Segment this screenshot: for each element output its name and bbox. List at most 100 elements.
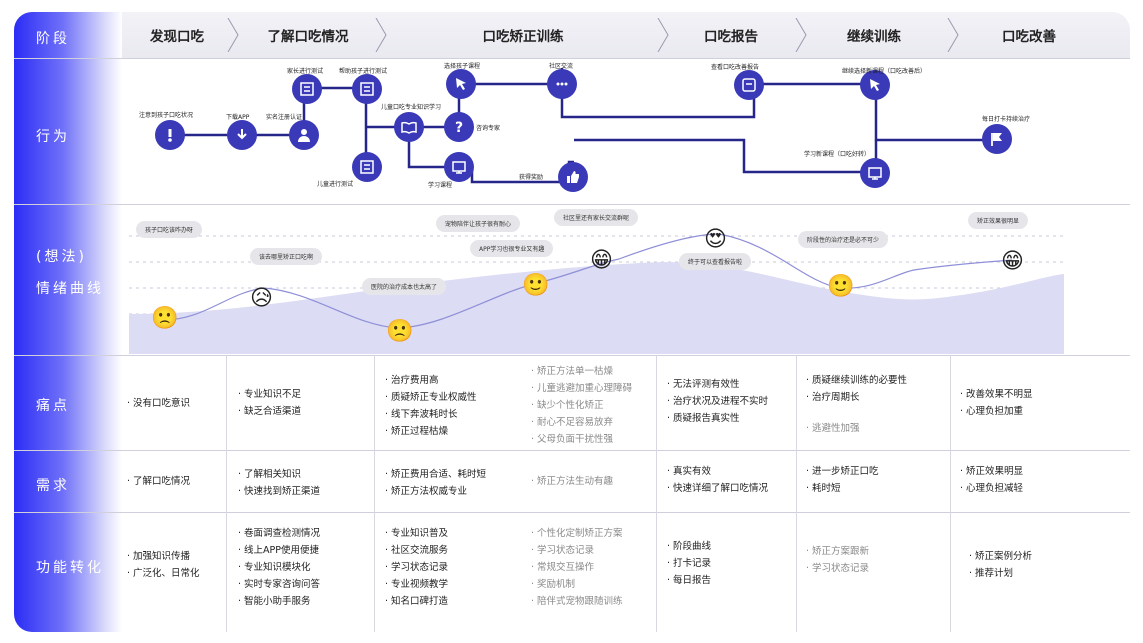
divider (796, 355, 797, 632)
divider (14, 450, 1130, 451)
exclamation-icon (155, 120, 185, 150)
stage-improve: 口吃改善 (1002, 29, 1056, 45)
pain-cell: 专业知识不足缺乏合适渠道 (238, 386, 301, 420)
chevron-right-icon (795, 18, 807, 52)
pain-cell: 无法评测有效性治疗状况及进程不实时质疑报告真实性 (667, 376, 768, 427)
pain-cell: 治疗费用高质疑矫正专业权威性线下奔波耗时长矫正过程枯燥 (385, 372, 477, 440)
thought-bubble: 医院的治疗成本也太高了 (362, 278, 447, 295)
chevron-right-icon (947, 18, 959, 52)
behavior-label: 咨询专家 (476, 125, 501, 132)
stage-understand: 了解口吃情况 (267, 29, 349, 45)
need-cell: 矫正效果明显心理负担减轻 (960, 463, 1023, 497)
svg-text:?: ? (455, 120, 463, 136)
emotion-face-sad: 🙁 (151, 306, 179, 331)
thought-bubble: 阶段性的治疗还是必不可少 (798, 231, 889, 248)
flag-icon (982, 124, 1012, 154)
divider (14, 204, 1130, 205)
behavior-label: 实名注册认证 (266, 114, 303, 121)
need-cell: 了解相关知识快速找到矫正渠道 (238, 466, 320, 500)
pain-cell: 质疑继续训练的必要性治疗周期长 (806, 372, 907, 406)
behavior-label: 每日打卡持续治疗 (982, 116, 1031, 123)
behavior-label: 下载APP (226, 114, 250, 121)
behavior-label: 注意到孩子口吃状况 (139, 112, 194, 119)
need-cell: 了解口吃情况 (127, 473, 190, 490)
behavior-label: 选择孩子课程 (444, 63, 481, 70)
thought-bubble: APP学习也很专业又有趣 (470, 240, 554, 257)
divider (374, 355, 375, 632)
stage-continue: 继续训练 (847, 29, 901, 45)
thought-bubble: 宠物陪伴让孩子很有耐心 (436, 215, 521, 232)
emotion-face-crying: 😥 (250, 286, 273, 311)
behavior-label: 学习课程 (428, 182, 453, 189)
question-icon: ? (444, 112, 474, 142)
function-cell: 阶段曲线打卡记录每日报告 (667, 538, 711, 589)
need-cell: 真实有效快速详细了解口吃情况 (667, 463, 768, 497)
row-label-thought: (想法) (36, 249, 87, 265)
function-cell: 矫正方案跟新学习状态记录 (806, 543, 869, 577)
checklist-icon (352, 74, 382, 104)
need-cell: 矫正费用合适、耗时短矫正方法权威专业 (385, 466, 486, 500)
need-cell: 矫正方法生动有趣 (531, 473, 613, 490)
row-label-sidebar (14, 12, 122, 632)
need-cell: 进一步矫正口吃耗时短 (806, 463, 879, 497)
emotion-face-grin: 😁 (1001, 249, 1024, 274)
emotion-face-grin: 😁 (590, 248, 613, 273)
checklist-icon (352, 152, 382, 182)
thought-bubble: 社区里还有家长交流群呢 (554, 209, 639, 226)
emotion-face-sad: 🙁 (386, 319, 414, 344)
behavior-label: 社区交流 (549, 63, 574, 70)
divider (14, 512, 1130, 513)
pain-cell: 逃避性加强 (806, 420, 860, 437)
row-label-behavior: 行为 (36, 129, 70, 145)
download-icon (227, 120, 257, 150)
stage-report: 口吃报告 (704, 29, 758, 45)
thought-bubble: 该去哪里矫正口吃啊 (250, 248, 323, 265)
divider (14, 355, 1130, 356)
row-label-function: 功能转化 (36, 560, 104, 576)
row-label-emotion: 情绪曲线 (36, 281, 104, 297)
cursor-icon (446, 69, 476, 99)
behavior-label: 学习新课程（口吃好转） (804, 151, 871, 158)
function-cell: 加强知识传播广泛化、日常化 (127, 548, 200, 582)
function-cell: 个性化定制矫正方案学习状态记录常规交互操作奖励机制陪伴式宠物跟随训练 (531, 525, 623, 610)
chevron-right-icon (375, 18, 387, 52)
behavior-label: 帮助孩子进行测试 (339, 68, 388, 75)
row-label-pain: 痛点 (36, 398, 70, 414)
checklist-icon (292, 74, 322, 104)
journey-map: 阶段 行为 (想法) 情绪曲线 痛点 需求 功能转化 发现口吃 了解口吃情况 口… (14, 12, 1130, 632)
thought-bubble: 孩子口吃该咋办呀 (136, 221, 203, 238)
user-icon (289, 120, 319, 150)
stage-training: 口吃矫正训练 (482, 29, 564, 45)
chat-icon (547, 69, 577, 99)
emotion-face-smile: 🙂 (522, 273, 550, 298)
thumbs-up-icon (558, 162, 588, 192)
row-label-stage: 阶段 (36, 31, 70, 47)
divider (656, 355, 657, 632)
behavior-label: 家长进行测试 (287, 68, 324, 75)
emotion-face-smile: 🙂 (827, 274, 855, 299)
function-cell: 卷面调查检测情况线上APP使用便捷专业知识模块化实时专家咨询问答智能小助手服务 (238, 525, 320, 610)
pain-cell: 改善效果不明显心理负担加重 (960, 386, 1033, 420)
divider (14, 58, 1130, 59)
behavior-label: 获得奖励 (519, 174, 544, 181)
thought-bubble: 终于可以查看报告啦 (679, 253, 752, 270)
behavior-label: 查看口吃改善报告 (711, 64, 760, 71)
chevron-right-icon (657, 18, 669, 52)
behavior-label: 儿童进行测试 (317, 181, 354, 188)
cursor-icon (860, 70, 890, 100)
stage-header (122, 12, 1130, 58)
video-course-icon (444, 152, 474, 182)
row-label-need: 需求 (36, 478, 70, 494)
behavior-label: 继续选择新课程（口吃改善后） (842, 68, 927, 75)
function-cell: 矫正案例分析推荐计划 (969, 548, 1032, 582)
book-icon (394, 112, 424, 142)
video-course-icon (860, 158, 890, 188)
divider (950, 355, 951, 632)
report-icon (734, 70, 764, 100)
divider (226, 355, 227, 632)
thought-bubble: 矫正效果很明显 (968, 212, 1029, 229)
function-cell: 专业知识普及社区交流服务学习状态记录专业视频教学知名口碑打造 (385, 525, 448, 610)
behavior-label: 儿童口吃专业知识学习 (381, 104, 442, 111)
emotion-face-love: 😍 (704, 227, 727, 252)
stage-discover: 发现口吃 (150, 29, 204, 45)
